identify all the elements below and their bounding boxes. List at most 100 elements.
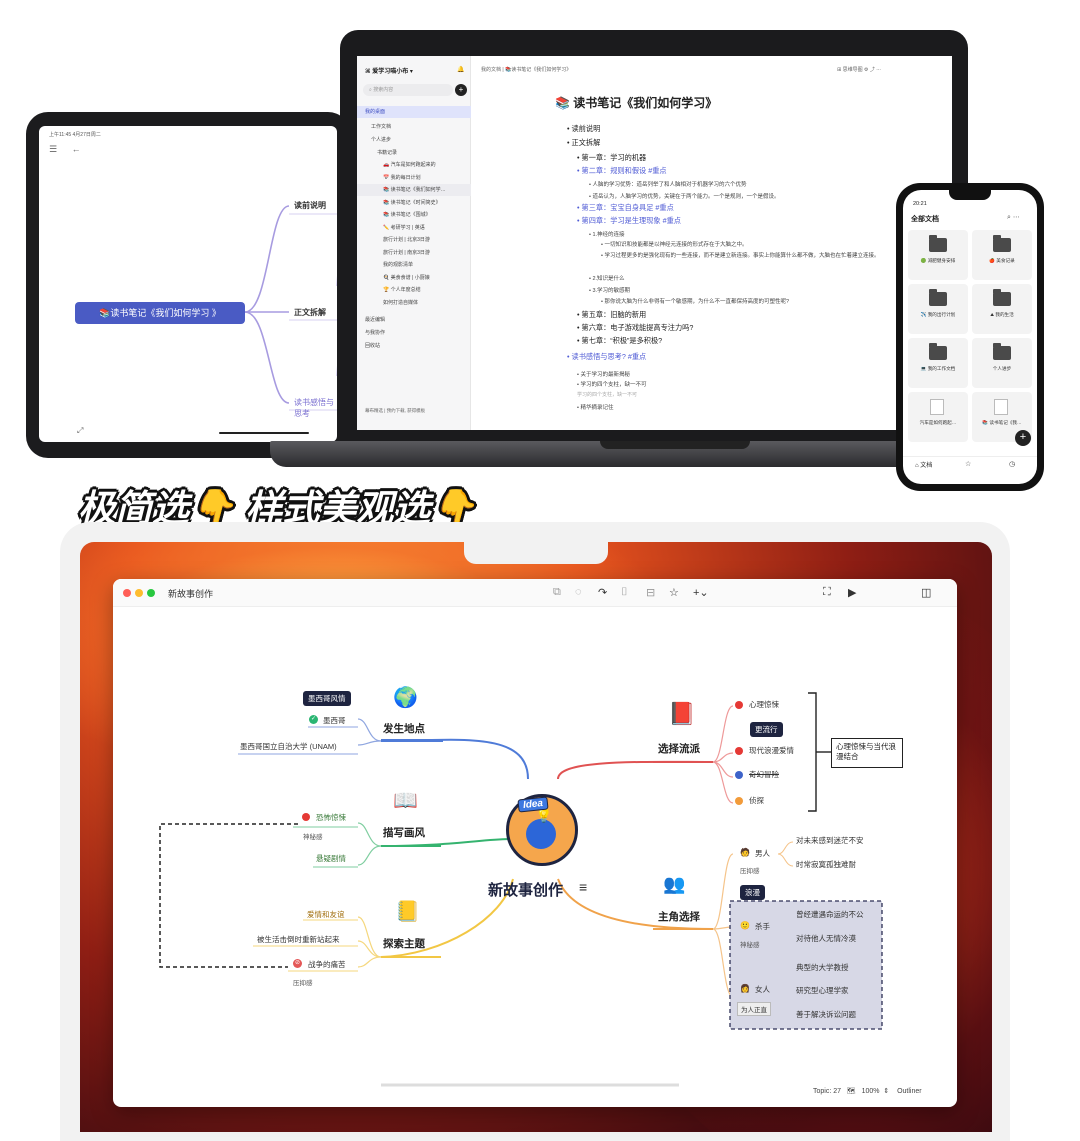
tab-docs[interactable]: ⌂ 文档 xyxy=(915,463,933,469)
node-detective[interactable]: 侦探 xyxy=(749,796,764,805)
tablet-root-node[interactable]: 📚读书笔记《我们如何学习 》 xyxy=(75,302,245,324)
outline-item[interactable]: • 3.学习的敏感期 xyxy=(589,286,630,294)
tag-romantic[interactable]: 浪漫 xyxy=(740,885,765,900)
outline-item[interactable]: • 第一章：学习的机器 xyxy=(577,153,646,163)
sidebar-item[interactable]: 我的桌面 xyxy=(357,106,471,118)
tag-mexico-style[interactable]: 墨西哥风情 xyxy=(303,691,351,706)
outline-item[interactable]: • 2.知识是什么 xyxy=(589,274,625,282)
sidebar-item[interactable]: 🚗 汽车是如何跑起来的 xyxy=(383,162,436,168)
outline-item[interactable]: • 第三章：宝宝自身具足 #重点 xyxy=(577,203,674,213)
shape-icon[interactable]: ◌ xyxy=(575,586,582,598)
notes-icon[interactable]: ≡ xyxy=(579,879,588,895)
branch-style[interactable]: 描写画风 xyxy=(383,827,425,839)
fullscreen-icon[interactable]: ⛶ xyxy=(823,586,831,598)
phone-doc-card[interactable]: ✈️ 我的出行计划 xyxy=(908,284,968,334)
outline-item[interactable]: • 一切知识和技能都是以神经元连接的形式存在于大脑之中。 xyxy=(601,240,747,248)
sidebar-item[interactable]: 📚 读书笔记《我们如何学… xyxy=(357,184,471,196)
star-icon[interactable]: ☆ xyxy=(965,461,972,468)
outline-item[interactable]: • 第四章：学习是生理现象 #重点 xyxy=(577,216,681,226)
node-woman-c[interactable]: 善于解决诉讼问题 xyxy=(796,1010,856,1019)
outline-item[interactable]: 学习的四个支柱，缺一不可 xyxy=(577,391,637,398)
sidebar-item[interactable]: 📚 读书笔记《时间简史》 xyxy=(383,200,441,206)
sidebar-item[interactable]: 个人进步 xyxy=(371,137,392,143)
tablet-branch-read-intro[interactable]: 读前说明 xyxy=(294,201,326,210)
node-man-a[interactable]: 对未来感到迷茫不安 xyxy=(796,836,864,845)
phone-doc-card[interactable]: 个人进步 xyxy=(972,338,1032,388)
sidebar-item[interactable]: 旅行计划 | 南京3日游 xyxy=(383,250,430,256)
sidebar-item[interactable]: 工作文档 xyxy=(371,124,392,130)
map-icon[interactable]: 🗺 xyxy=(846,1088,856,1095)
sidebar-item[interactable]: 书籍记录 xyxy=(377,150,398,156)
phone-doc-card[interactable]: ⛰ 我的生活 xyxy=(972,284,1032,334)
tablet-branch-body[interactable]: 正文拆解 xyxy=(294,308,326,317)
outline-item[interactable]: • 第五章：旧脑的新用 xyxy=(577,310,646,320)
phone-doc-card[interactable]: 💻 我的工作文档 xyxy=(908,338,968,388)
node-woman-a[interactable]: 典型的大学教授 xyxy=(796,963,849,972)
bell-icon[interactable]: 🔔 xyxy=(457,67,465,73)
outline-item[interactable]: • 关于学习的最新揭秘 xyxy=(577,370,630,378)
sidebar-item[interactable]: 旅行计划 | 北京3日游 xyxy=(383,237,430,243)
outliner-button[interactable]: Outliner xyxy=(897,1088,922,1095)
node-psych-thriller[interactable]: 心理惊悚 xyxy=(749,700,779,709)
phone-doc-card[interactable]: 🍎 美食记录 xyxy=(972,230,1032,280)
zoom-button[interactable] xyxy=(147,589,155,597)
sidebar-item[interactable]: 与我协作 xyxy=(365,330,386,336)
node-mexico[interactable]: 墨西哥 xyxy=(323,716,346,725)
relationship-icon[interactable]: ↷ xyxy=(598,587,608,599)
branch-place[interactable]: 发生地点 xyxy=(383,723,425,735)
summary-box[interactable]: 心理惊悚与当代浪漫结合 xyxy=(831,738,903,768)
node-woman[interactable]: 女人 xyxy=(755,985,770,994)
branch-genre[interactable]: 选择流派 xyxy=(658,743,700,755)
node-killer-a[interactable]: 曾经遭遇命运的不公 xyxy=(796,910,864,919)
node-man[interactable]: 男人 xyxy=(755,849,770,858)
node-fantasy[interactable]: 奇幻冒险 xyxy=(749,770,779,779)
branch-hero[interactable]: 主角选择 xyxy=(658,911,700,923)
zoom-level[interactable]: 100% xyxy=(861,1088,880,1095)
workspace-name[interactable]: ⌘ 爱学习喵小布 ▾ xyxy=(365,69,413,75)
outline-item[interactable]: • 那你说大脑为什么非得有一个敏感期，为什么不一直都保持高度的可塑性呢? xyxy=(601,297,789,305)
sidebar-item[interactable]: 最近编辑 xyxy=(365,317,386,323)
outline-item[interactable]: • 第二章：规则和假设 #重点 xyxy=(577,166,667,176)
node-killer-b[interactable]: 对待他人无情冷漠 xyxy=(796,934,856,943)
recent-icon[interactable]: ◷ xyxy=(1009,461,1016,468)
sidebar-item[interactable]: 📅 我的每日计划 xyxy=(383,175,421,181)
sidebar-item[interactable]: 回收站 xyxy=(365,343,381,349)
node-love-friendship[interactable]: 爱情和友谊 xyxy=(307,910,345,919)
sticker-icon[interactable]: ⧉ xyxy=(553,586,561,598)
outline-item[interactable]: • 学习过程更多的是强化现有的一些连接，而不是建立新连接。事实上你能算什么都不做… xyxy=(601,251,879,259)
phone-doc-card[interactable]: 汽车是如何跑起… xyxy=(908,392,968,442)
sidebar-item[interactable]: 我的观影清单 xyxy=(383,262,414,268)
summary-icon[interactable]: ⊟ xyxy=(646,587,656,599)
node-woman-b[interactable]: 研究型心理学家 xyxy=(796,986,849,995)
tablet-branch-reflection[interactable]: 读书感悟与思考 xyxy=(294,398,334,418)
outline-item[interactable]: • 精华摘录记住 xyxy=(577,403,613,411)
search-icon[interactable]: ⌕ ⋯ xyxy=(1007,214,1020,221)
menu-icon[interactable]: ☰ ← xyxy=(49,144,87,154)
tag-more-popular[interactable]: 更流行 xyxy=(750,722,783,737)
sidebar-item[interactable]: 🍳 美食食谱 | 小厨娘 xyxy=(383,275,430,281)
sidebar-item[interactable]: 如何打造自媒体 xyxy=(383,300,419,306)
insert-icon[interactable]: +⌄ xyxy=(693,587,709,599)
sidebar-item[interactable]: ✏️ 考研学习 | 英语 xyxy=(383,225,425,231)
zoom-stepper-icon[interactable]: ⇕ xyxy=(883,1088,890,1095)
expand-icon[interactable]: ⤢ xyxy=(77,426,84,435)
outline-item[interactable]: • 学习的四个支柱，缺一不可 xyxy=(577,380,646,388)
mindmap-mode-button[interactable]: ⊞ 思维导图 ⚙ ⤴ ⋯ xyxy=(837,67,882,73)
node-stand-up[interactable]: 被生活击倒时重新站起来 xyxy=(257,935,340,944)
node-man-b[interactable]: 时常寂寞孤独难耐 xyxy=(796,860,856,869)
minimize-button[interactable] xyxy=(135,589,143,597)
sidebar-toggle-icon[interactable]: ◫ xyxy=(921,587,932,599)
close-button[interactable] xyxy=(123,589,131,597)
boundary-icon[interactable]: ⌷ xyxy=(621,586,628,598)
outline-item[interactable]: • 1.神经的连接 xyxy=(589,230,625,238)
center-topic[interactable]: 新故事创作 xyxy=(488,882,564,899)
outline-item[interactable]: • 道岳认为，人脑学习的优势，关键在于两个能力。一个是规则，一个是假设。 xyxy=(589,192,779,200)
search-input[interactable]: ⌕ 搜索内容 xyxy=(363,84,453,96)
phone-doc-card[interactable]: 🟢 减肥健身安排 xyxy=(908,230,968,280)
phone-add-button[interactable]: + xyxy=(1015,430,1031,446)
star-icon[interactable]: ☆ xyxy=(669,587,679,599)
outline-item[interactable]: • 人脑的学习优势：道岳列举了和人脑相对于机器学习的六个优势 xyxy=(589,180,746,188)
sidebar-item[interactable]: 🏆 个人年度总结 xyxy=(383,287,421,293)
present-icon[interactable]: ▶ xyxy=(848,587,857,599)
sidebar-item[interactable]: 📚 读书笔记《围城》 xyxy=(383,212,431,218)
